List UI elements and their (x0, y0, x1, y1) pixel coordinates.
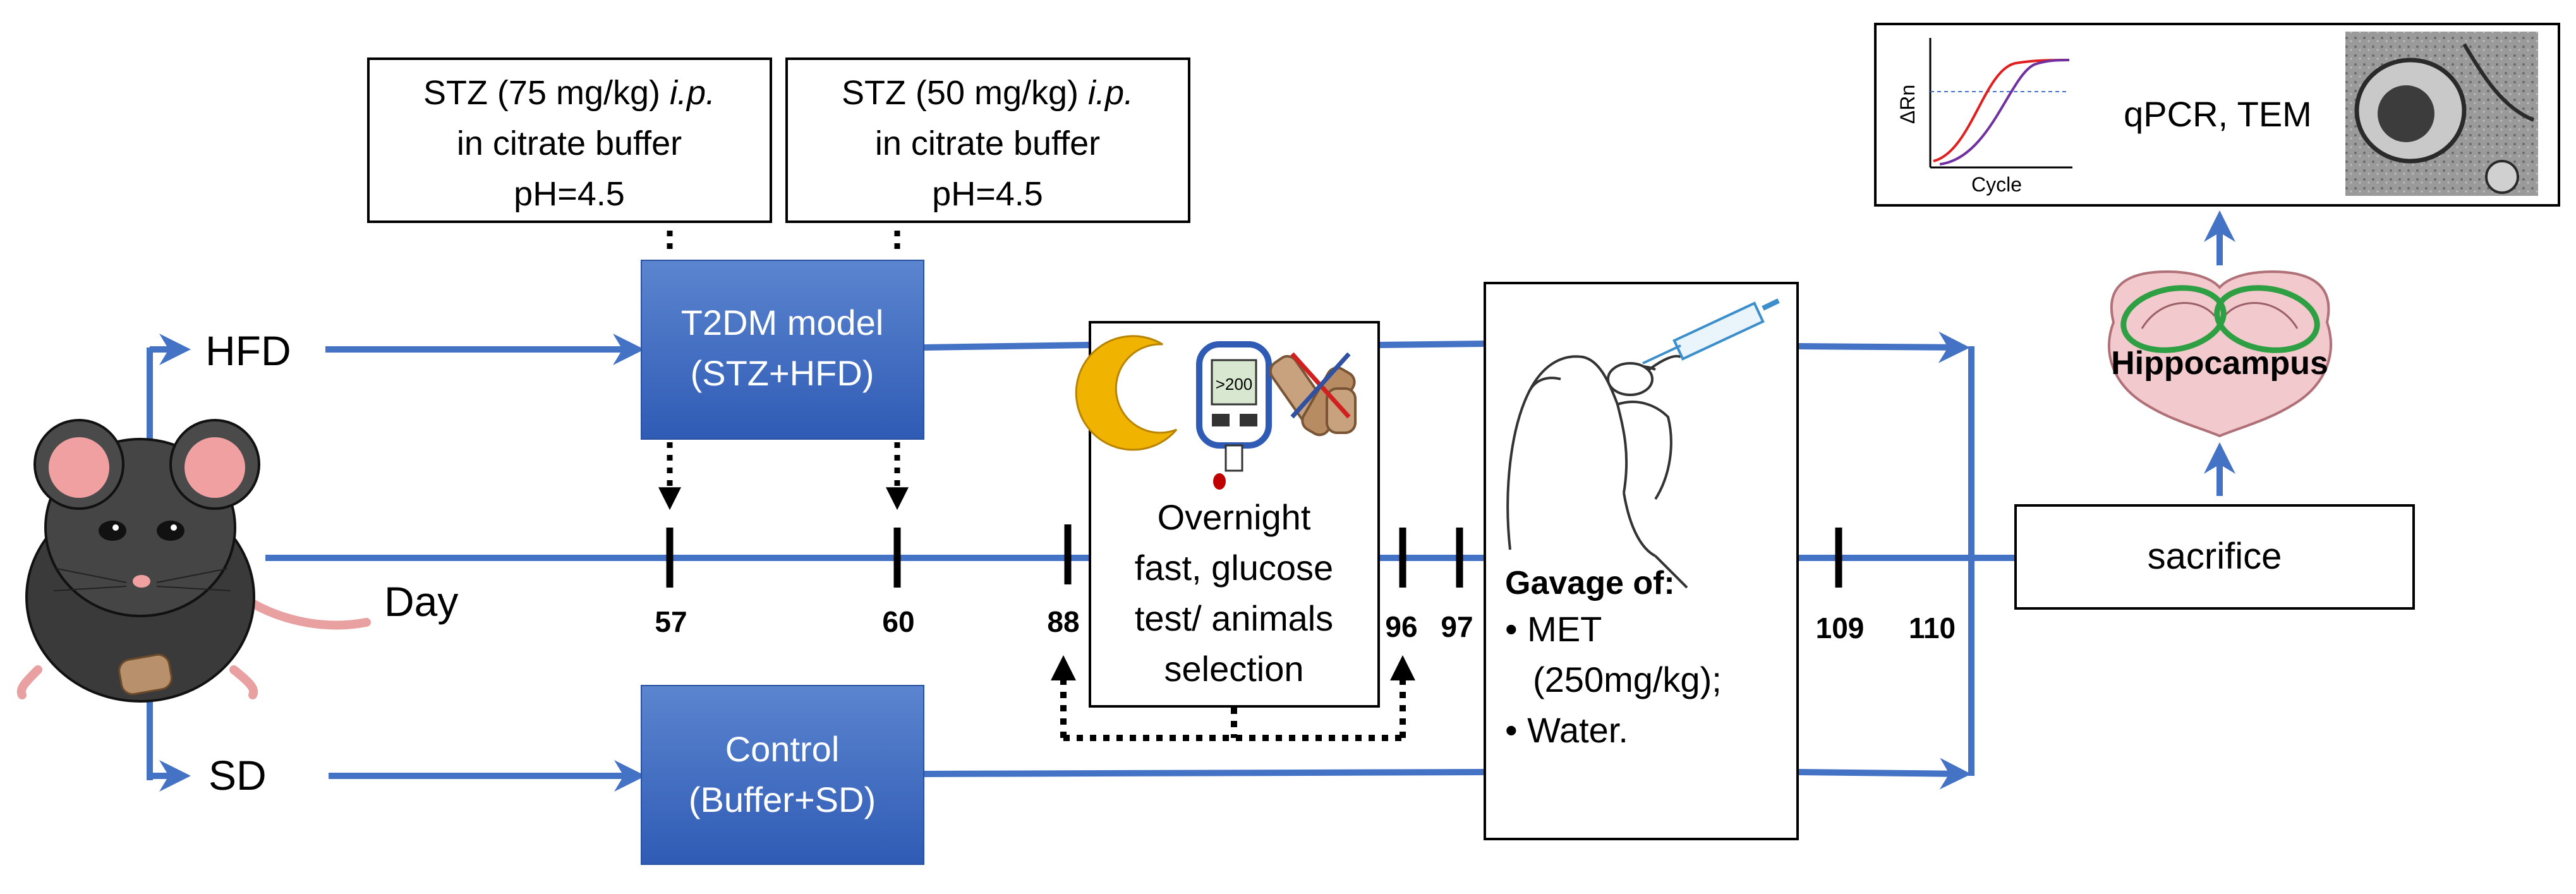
hfd-line-segment-2 (1378, 341, 1485, 348)
stz-box-2-line2: in citrate buffer (875, 124, 1100, 162)
qpcr-curve-icon: ΔRn Cycle (1896, 38, 2072, 196)
moon-icon (1075, 335, 1178, 451)
fast-box-text-line: selection (1164, 649, 1303, 689)
tem-image-icon (2345, 32, 2538, 196)
day-tick-label: 60 (882, 605, 914, 638)
day-tick-label: 110 (1909, 612, 1956, 644)
stz-box-2-line1: STZ (50 mg/kg) i.p. (842, 74, 1134, 112)
meter-reading: >200 (1216, 375, 1253, 394)
sacrifice-box: sacrifice (2014, 504, 2415, 610)
gavage-item: • MET (1505, 609, 1602, 649)
qpcr-xlabel: Cycle (1971, 173, 2022, 196)
t2dm-box-line1: T2DM model (681, 303, 884, 342)
hfd-line-segment (923, 342, 1091, 351)
t2dm-box-line2: (STZ+HFD) (691, 353, 874, 393)
stz-box-2-line3: pH=4.5 (932, 175, 1043, 213)
sacrifice-label: sacrifice (2148, 536, 2282, 577)
day-label: Day (384, 578, 458, 625)
fast-box-text-line: Overnight (1158, 497, 1311, 537)
day-tick-label: 57 (655, 605, 687, 638)
analysis-text: qPCR, TEM (2124, 94, 2312, 134)
stz-box-1-line2: in citrate buffer (457, 124, 682, 162)
mouse-icon (16, 419, 371, 703)
fast-glucose-box: >200 Overnight fast, glucose test/ anima… (1075, 321, 1380, 708)
hippocampus-right-outline (2214, 285, 2320, 353)
control-box-line2: (Buffer+SD) (689, 780, 876, 819)
gavage-title: Gavage of: (1505, 565, 1675, 601)
sd-to-end-arrow (1797, 758, 1971, 790)
hand-mouse-icon (1506, 354, 1688, 589)
day-tick-label: 109 (1816, 612, 1865, 644)
timeline-lines (147, 210, 2235, 792)
day-tick-label: 88 (1047, 605, 1079, 638)
t2dm-model-box: T2DM model (STZ+HFD) (641, 260, 924, 440)
day-tick-labels: 57 60 88 96 97 109 110 (655, 605, 1956, 644)
gavage-item: (250mg/kg); (1533, 660, 1722, 699)
stz-box-1: STZ (75 mg/kg) i.p. in citrate buffer pH… (367, 57, 772, 223)
stz-box-2: STZ (50 mg/kg) i.p. in citrate buffer pH… (785, 57, 1190, 223)
selection-dotted-connector (1051, 655, 1415, 741)
day-tick-label: 96 (1385, 610, 1417, 643)
stz-dotted-connectors (658, 231, 909, 510)
control-box: Control (Buffer+SD) (641, 685, 924, 865)
gavage-box: Gavage of: • MET (250mg/kg); • Water. (1484, 282, 1799, 840)
fast-box-text-line: test/ animals (1135, 598, 1333, 638)
no-food-icon (1269, 352, 1357, 437)
day-tick-marks (666, 524, 1842, 588)
control-box-line1: Control (725, 729, 840, 769)
glucometer-icon: >200 (1196, 341, 1272, 490)
hfd-label: HFD (205, 327, 291, 374)
analysis-box: ΔRn Cycle qPCR, TEM (1874, 23, 2560, 207)
sd-label: SD (209, 752, 267, 799)
qpcr-ylabel: ΔRn (1896, 85, 1919, 124)
stz-box-1-line3: pH=4.5 (514, 175, 625, 213)
hippocampus-label: Hippocampus (2111, 345, 2328, 382)
hfd-to-end-arrow (1797, 331, 1970, 363)
syringe-icon (1642, 298, 1780, 365)
day-tick-label: 97 (1441, 610, 1473, 643)
stz-box-1-line1: STZ (75 mg/kg) i.p. (423, 74, 715, 112)
brain-section-icon: Hippocampus (2107, 270, 2332, 438)
hippocampus-left-outline (2120, 285, 2227, 353)
gavage-item: • Water. (1505, 710, 1628, 750)
fast-box-text-line: fast, glucose (1135, 548, 1333, 588)
sd-line-segment (923, 769, 1485, 777)
